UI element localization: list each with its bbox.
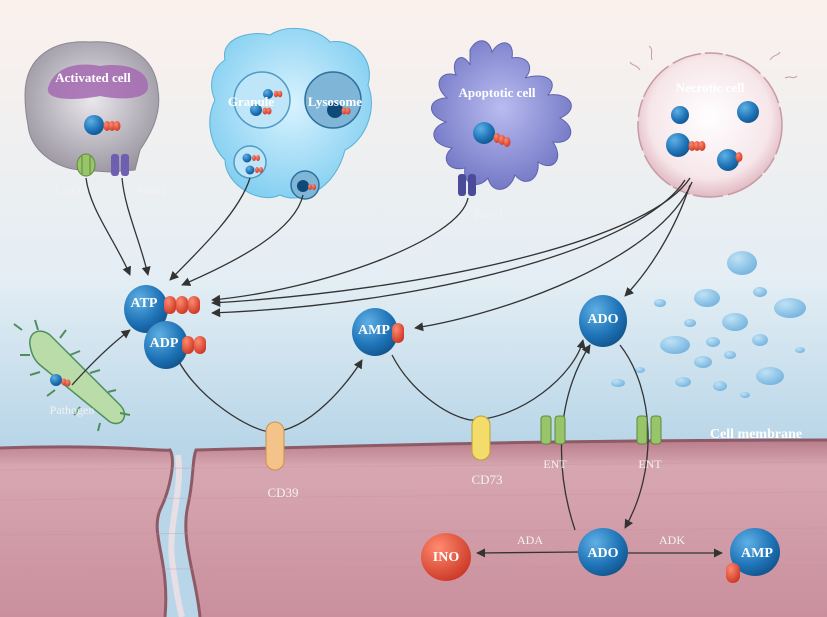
panx1-channel-icon (111, 154, 129, 176)
ent-left-transporter-icon (540, 415, 566, 445)
cell-membrane-region (0, 438, 827, 617)
cx43-label: Cx43 (55, 183, 81, 197)
adk-label: ADK (659, 533, 685, 547)
cd73-enzyme-icon (471, 415, 491, 461)
panx1-apoptotic-channel-icon (458, 174, 476, 196)
activated-cell-label: Activated cell (55, 70, 131, 85)
ado-intracellular-label: ADO (587, 546, 618, 561)
activated-cell: Activated cell (24, 41, 160, 173)
amp-extracellular-label: AMP (358, 323, 390, 338)
granule-vesicle (233, 71, 291, 129)
pathogen-label: Pathogen (50, 403, 95, 417)
ado-extracellular-label: ADO (587, 312, 618, 327)
necrotic-cell-label: Necrotic cell (676, 80, 745, 95)
apoptotic-cell: Apoptotic cell (431, 40, 572, 190)
panx1-activated-label: Panx1 (137, 183, 167, 197)
necrotic-cell: Necrotic cell (629, 45, 798, 198)
extracellular-bubbles (611, 251, 806, 398)
secretory-cell: Granule Lysosome (209, 27, 372, 200)
pathogen: Pathogen (13, 319, 131, 432)
ino-molecule: INO (421, 533, 471, 581)
ada-label: ADA (517, 533, 543, 547)
activated-cell-nucleus (47, 64, 149, 99)
ent-left-label: ENT (543, 457, 567, 471)
panx1-apoptotic-label: Panx1 (474, 207, 504, 221)
pathway-arrows (71, 177, 723, 558)
ino-label: INO (433, 550, 460, 565)
ent-right-transporter-icon (636, 415, 662, 445)
granule-label: Granule (228, 94, 274, 109)
apoptotic-cell-label: Apoptotic cell (459, 85, 536, 100)
cd39-enzyme-icon (265, 421, 285, 471)
adp-molecule: ADP (144, 321, 206, 369)
cd73-label: CD73 (471, 472, 502, 487)
ado-intracellular-molecule: ADO (578, 528, 628, 576)
ent-right-label: ENT (638, 457, 662, 471)
amp-extracellular-molecule: AMP (352, 308, 404, 356)
lysosome-label: Lysosome (308, 94, 362, 109)
atp-molecule: ATP (124, 285, 200, 333)
ado-extracellular-molecule: ADO (579, 295, 627, 347)
atp-label: ATP (131, 296, 158, 311)
cx43-channel-icon (76, 153, 96, 177)
cell-membrane-label: Cell membrane (710, 427, 802, 442)
amp-intracellular-molecule: AMP (726, 528, 780, 583)
amp-intracellular-label: AMP (741, 546, 773, 561)
adp-label: ADP (150, 336, 179, 351)
cd39-label: CD39 (267, 485, 298, 500)
